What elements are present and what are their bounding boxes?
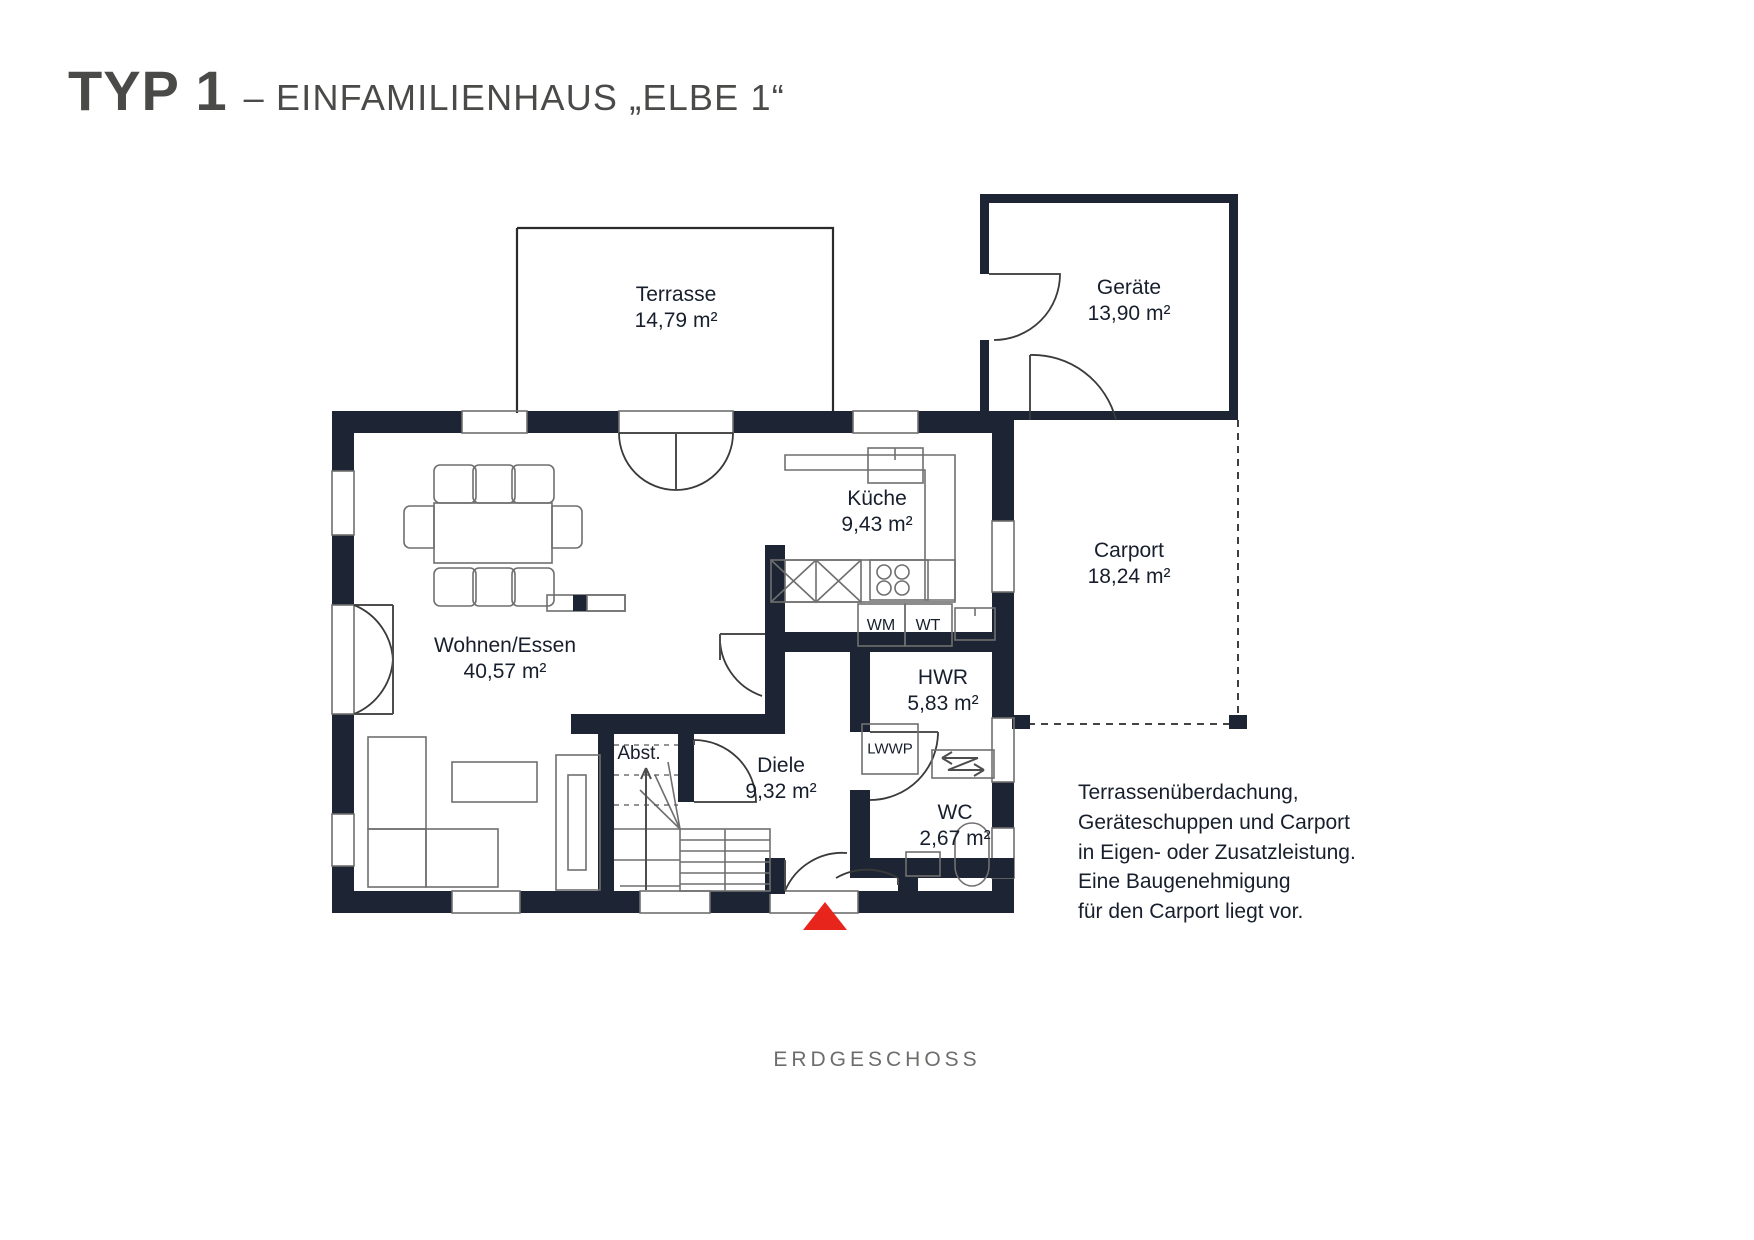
room-name-diele: Diele	[757, 754, 805, 777]
room-name-abst: Abst.	[617, 743, 661, 764]
house-exterior-walls	[331, 410, 1015, 914]
room-label-hwr: HWR 5,83 m²	[907, 665, 978, 716]
room-name-geraete: Geräte	[1096, 276, 1162, 299]
room-name-terrasse: Terrasse	[635, 283, 717, 306]
sideboard	[546, 594, 626, 612]
title-subtitle: – EINFAMILIENHAUS „ELBE 1“	[243, 77, 785, 118]
room-label-wohnen-essen: Wohnen/Essen 40,57 m²	[434, 633, 576, 684]
dining-set	[403, 464, 583, 607]
room-name-kueche: Küche	[847, 487, 907, 510]
room-label-carport: Carport 18,24 m²	[1088, 538, 1171, 589]
room-label-wc: WC 2,67 m²	[919, 800, 990, 851]
staircase	[614, 744, 771, 892]
room-label-kueche: Küche 9,43 m²	[841, 486, 912, 537]
hwr-fixtures	[857, 603, 996, 779]
room-name-carport: Carport	[1093, 539, 1165, 562]
left-door	[353, 604, 394, 715]
room-area-wc: 2,67 m²	[919, 826, 991, 850]
interior-walls	[571, 545, 1014, 913]
title-type: TYP 1	[68, 59, 228, 122]
room-area-kueche: 9,43 m²	[841, 512, 913, 536]
room-name-wohnen-essen: Wohnen/Essen	[433, 634, 577, 657]
kitchen-fixtures	[770, 447, 956, 603]
room-label-terrasse: Terrasse 14,79 m²	[635, 282, 718, 333]
carport-outline	[1012, 420, 1247, 729]
appliance-label-wt: WT	[915, 617, 941, 634]
terrace-door	[618, 432, 734, 491]
room-label-geraete: Geräte 13,90 m²	[1088, 275, 1171, 326]
room-area-hwr: 5,83 m²	[907, 691, 979, 715]
entrance-marker-icon	[803, 902, 847, 930]
room-area-wohnen-essen: 40,57 m²	[463, 659, 547, 683]
carport-note: Terrassenüberdachung, Geräteschuppen und…	[1078, 781, 1356, 924]
appliance-label-lwwp: LWWP	[867, 740, 913, 758]
interior-doors	[693, 633, 939, 892]
room-label-abst: Abst.	[617, 742, 660, 765]
sofa-group	[367, 736, 601, 891]
room-area-diele: 9,32 m²	[745, 779, 817, 803]
floor-caption: ERDGESCHOSS	[773, 1048, 981, 1071]
terrasse-outline	[515, 226, 835, 413]
room-label-diele: Diele 9,32 m²	[745, 753, 816, 804]
appliance-label-wm: WM	[866, 617, 896, 634]
wc-fixtures	[905, 822, 990, 887]
room-name-hwr: HWR	[917, 666, 969, 689]
room-area-geraete: 13,90 m²	[1087, 301, 1171, 325]
room-name-wc: WC	[937, 801, 973, 824]
geraete-shed	[980, 194, 1238, 421]
room-area-terrasse: 14,79 m²	[634, 308, 718, 332]
room-area-carport: 18,24 m²	[1087, 564, 1171, 588]
page-title: TYP 1 – EINFAMILIENHAUS „ELBE 1“	[68, 58, 785, 123]
